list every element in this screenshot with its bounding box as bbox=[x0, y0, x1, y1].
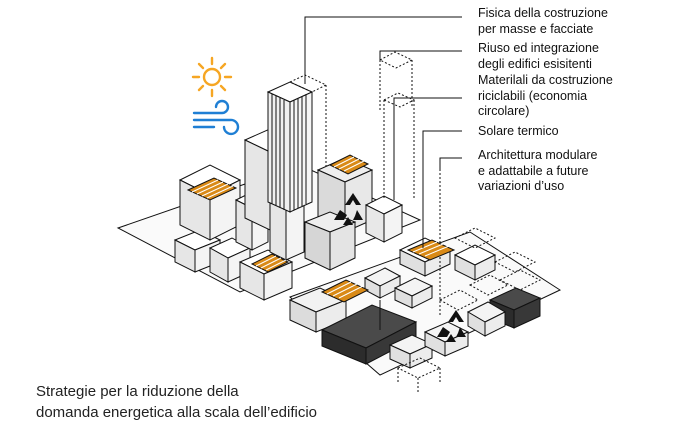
caption: Strategie per la riduzione della domanda… bbox=[36, 383, 318, 421]
label-recyclable-materials: Materilali da costruzione riciclabili (e… bbox=[478, 73, 613, 118]
modular-blocks bbox=[363, 237, 507, 369]
leader-lines bbox=[304, 16, 462, 330]
label-solar-thermal: Solare termico bbox=[478, 124, 559, 138]
label-modular-architecture: Architettura modulare e adattabile a fut… bbox=[478, 148, 598, 193]
label-reuse-integration: Riuso ed integrazione degli edifici esis… bbox=[478, 41, 599, 71]
sun-icon bbox=[191, 56, 233, 98]
label-building-physics: Fisica della costruzione per masse e fac… bbox=[478, 6, 608, 36]
solar-panels bbox=[186, 154, 456, 303]
tower-facade bbox=[266, 81, 314, 213]
modular-dashed-blocks bbox=[396, 165, 542, 392]
dark-block-large bbox=[320, 304, 418, 365]
wind-icon bbox=[192, 99, 240, 136]
recycle-icon bbox=[437, 310, 466, 342]
recycle-icon bbox=[334, 193, 363, 225]
existing-building-white bbox=[364, 195, 404, 243]
building-cube-left bbox=[178, 164, 242, 241]
dashed-volume-top bbox=[378, 51, 416, 200]
